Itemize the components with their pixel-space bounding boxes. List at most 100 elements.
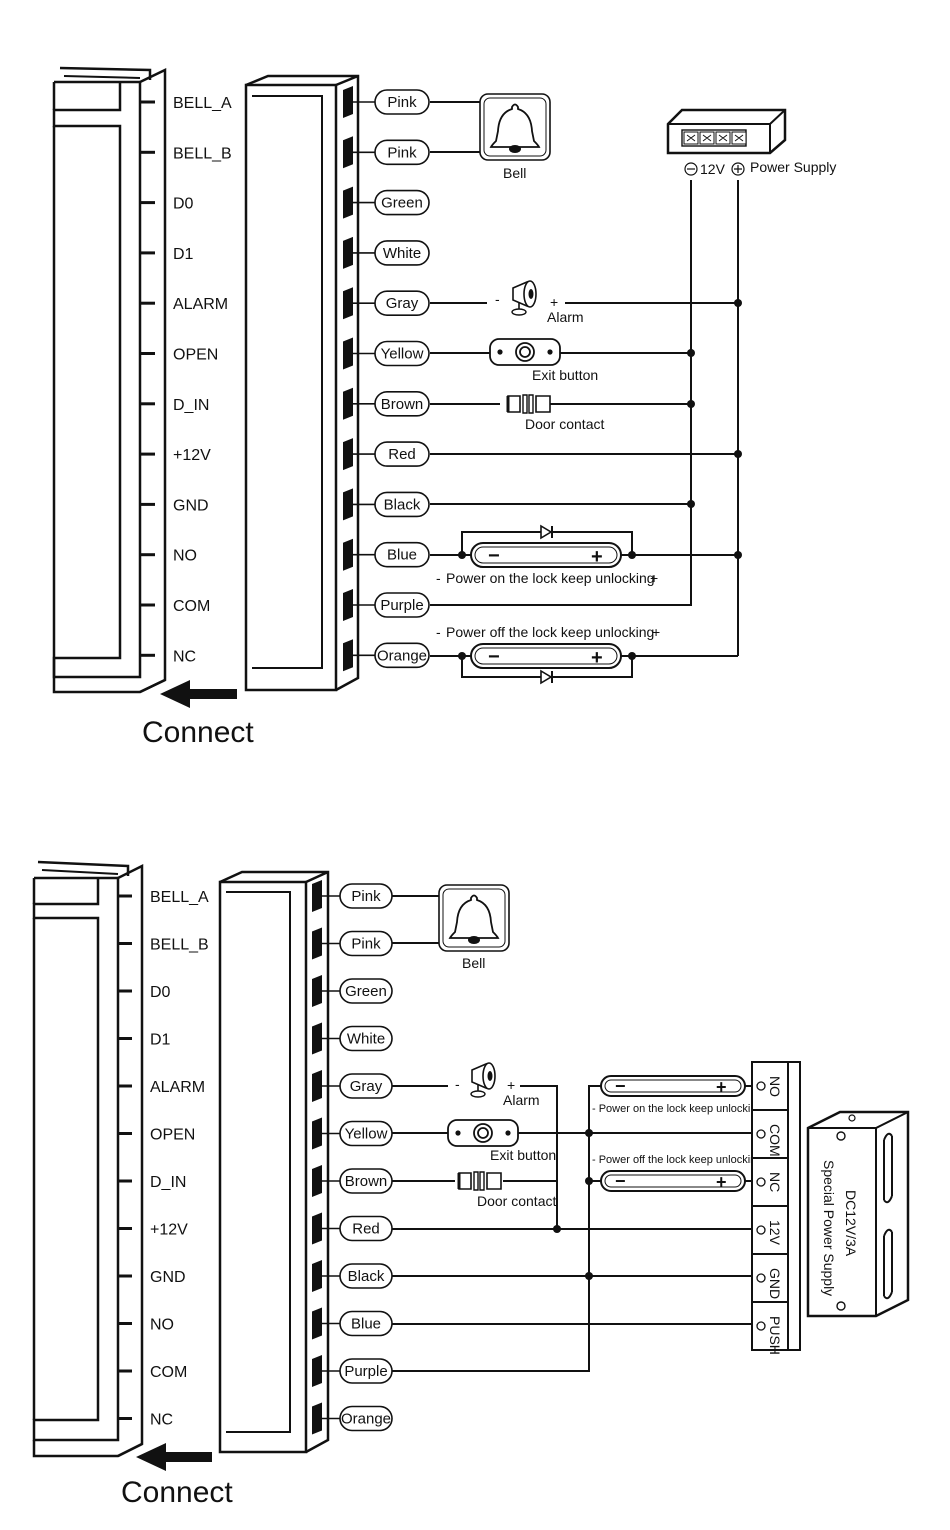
pin-label: D1 [173, 246, 194, 263]
wire-pill [374, 541, 430, 568]
power-supply-label: Power Supply [750, 159, 836, 175]
pin-contact [312, 1355, 322, 1387]
svg-text:-: - [495, 291, 500, 307]
screw-icon [836, 1131, 846, 1141]
exit-button-icon [447, 1119, 519, 1147]
terminal-label: NO [767, 1076, 783, 1097]
lock-on-label: Power on the lock keep unlocking [446, 570, 655, 586]
svg-text:-: - [436, 570, 441, 586]
pin-contact [312, 1022, 322, 1055]
pin-label: +12V [173, 447, 211, 464]
wire-color-label: Orange [341, 1411, 391, 1428]
bell-component: Bell [438, 884, 510, 971]
exit-button-component: Exit button [489, 338, 598, 383]
terminal-screw-icon [756, 1321, 766, 1331]
pin-label: +12V [150, 1222, 188, 1239]
pin-label: D_IN [150, 1174, 186, 1191]
svg-text:−: − [488, 646, 500, 668]
wire-color-label: Red [388, 446, 416, 463]
wire-color-label: Yellow [381, 346, 424, 363]
wire-color-label: Purple [344, 1363, 387, 1380]
wire-color-label: White [347, 1031, 385, 1048]
pin-label: ALARM [173, 296, 228, 313]
pin-contact [312, 1260, 322, 1292]
connect-label: Connect [142, 716, 254, 749]
svg-text:+: + [591, 546, 603, 568]
terminal-screw-icon [756, 1225, 766, 1235]
pin-contact [312, 1212, 322, 1245]
psu-terminal-12v: 12V [752, 1205, 788, 1246]
pin-contact [312, 880, 322, 912]
svg-text:+: + [507, 1077, 515, 1093]
svg-text:−: − [615, 1171, 626, 1191]
pin-label: BELL_B [173, 145, 232, 162]
alarm-component: - + Alarm [495, 280, 584, 325]
wire-color-label: Pink [351, 888, 381, 905]
connect-arrow-top: Connect [142, 680, 254, 749]
wire-pill [374, 491, 430, 518]
pin-label: COM [173, 598, 210, 615]
svg-text:+: + [652, 624, 660, 640]
door-contact-label: Door contact [525, 416, 604, 432]
psu-terminal-gnd: GND [752, 1253, 788, 1299]
bell-label: Bell [462, 955, 485, 971]
psu-terminal-no: NO [756, 1076, 783, 1097]
psu-terminal-com: COM [752, 1109, 788, 1157]
svg-text:-: - [455, 1076, 460, 1092]
svg-text:-: - [436, 624, 441, 640]
pin-contact [312, 1165, 322, 1197]
wire-pill [374, 441, 430, 467]
alarm-label: Alarm [503, 1092, 540, 1108]
pin-contact [343, 538, 353, 571]
lock-nc-component: - Power off the lock keep unlocking + − … [436, 624, 660, 685]
wire-pill [374, 592, 430, 618]
svg-text:+: + [716, 1077, 727, 1097]
door-contact-icon [506, 393, 552, 415]
wire-pill [374, 340, 430, 367]
connector-housing-top [52, 66, 360, 694]
pin-contact [312, 975, 322, 1007]
pin-label: GND [173, 497, 209, 514]
lock-no-component: − + - Power on the lock keep unlocking + [592, 1075, 772, 1115]
lock-on-label: - Power on the lock keep unlocking + [592, 1103, 772, 1115]
terminal-screw-icon [756, 1177, 766, 1187]
door-contact-label: Door contact [477, 1193, 556, 1209]
wire-pill [374, 139, 430, 166]
terminal-block-icon [683, 131, 747, 145]
wire-color-label: Blue [387, 547, 417, 564]
power-supply-component: 12V Power Supply [666, 108, 836, 177]
pin-contact [312, 1070, 322, 1102]
bell-label: Bell [503, 165, 526, 181]
diode-icon [540, 524, 553, 540]
wire-color-label: Brown [381, 396, 424, 413]
lock-icon [470, 643, 622, 669]
alarm-component: - + Alarm [455, 1062, 540, 1108]
wire-color-label: Yellow [345, 1126, 388, 1143]
pin-contact [343, 136, 353, 169]
wire-pill [339, 1025, 393, 1052]
wire-color-label: Brown [345, 1173, 388, 1190]
lock-off-label: Power off the lock keep unlocking [446, 624, 654, 640]
pin-label: D0 [173, 196, 194, 213]
exit-button-component: Exit button [447, 1119, 556, 1163]
wire-color-label: Orange [377, 647, 427, 664]
pin-contact [312, 1117, 322, 1150]
alarm-icon [470, 1062, 496, 1098]
pin-label: NO [150, 1317, 174, 1334]
alarm-icon [511, 280, 537, 316]
psu-voltage-label: 12V [700, 161, 726, 177]
wire-pill [374, 390, 430, 417]
